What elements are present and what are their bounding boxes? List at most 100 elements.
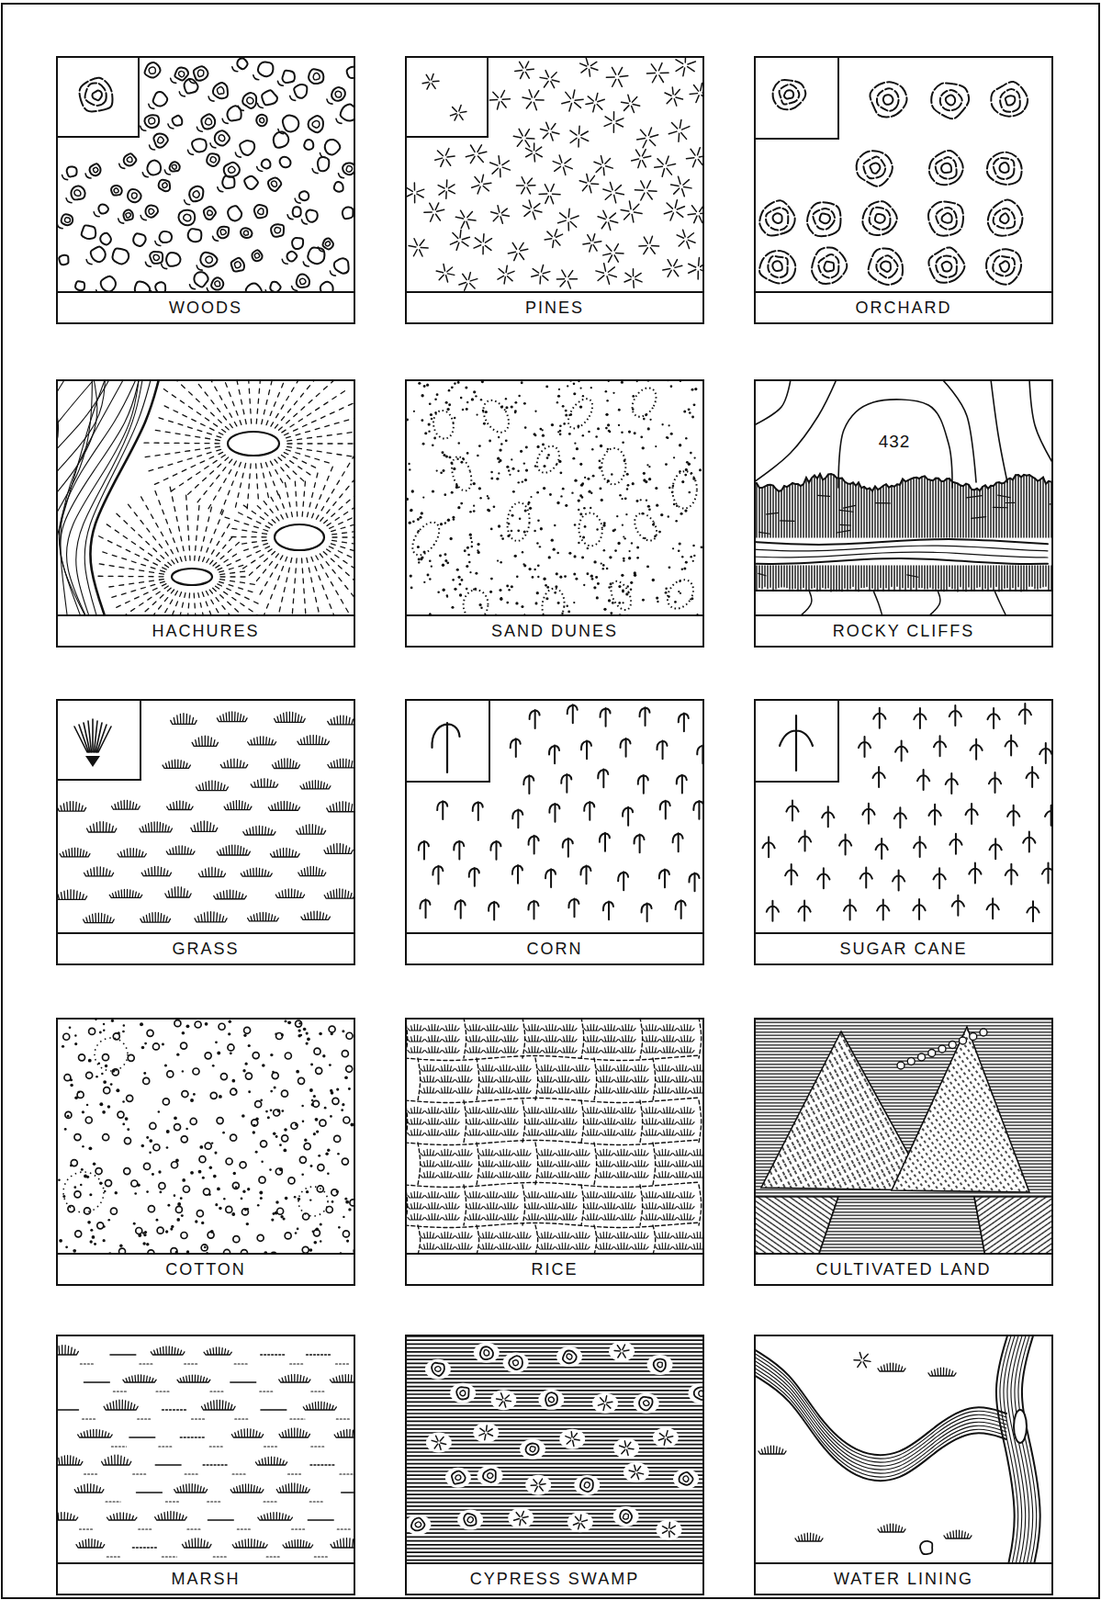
- map-symbol: [1011, 1335, 1030, 1564]
- cotton-boll: [225, 1205, 233, 1213]
- map-symbol: [326, 801, 355, 812]
- cotton-dot: [86, 1175, 90, 1179]
- cotton-dot: [331, 1200, 335, 1203]
- dune: [563, 394, 598, 433]
- cotton-dot: [231, 1078, 236, 1083]
- map-symbol: [207, 1500, 223, 1502]
- cotton-dot: [122, 1030, 125, 1034]
- cotton-boll: [102, 1134, 110, 1141]
- cotton-boll: [67, 1205, 75, 1213]
- cotton-boll: [258, 1176, 266, 1183]
- sand-dot: [647, 505, 651, 508]
- map-symbol: [479, 1170, 496, 1178]
- map-symbol: [618, 1034, 636, 1042]
- map-symbol: [758, 1445, 787, 1454]
- symbol-drawing: [405, 1018, 704, 1255]
- map-symbol: [990, 81, 1028, 117]
- map-symbol: [538, 1064, 555, 1071]
- sand-dot: [505, 405, 508, 409]
- dune: [478, 395, 515, 437]
- sand-dot: [571, 491, 573, 494]
- map-symbol: [614, 1075, 631, 1082]
- symbol-panel: CORN: [404, 698, 705, 966]
- sand-dot: [527, 503, 529, 506]
- map-symbol: [622, 807, 633, 826]
- cotton-dot: [326, 1172, 330, 1176]
- cotton-boll: [199, 1156, 206, 1163]
- sand-dot: [490, 528, 494, 531]
- cotton-dot: [81, 1145, 84, 1147]
- map-symbol: [642, 1034, 660, 1042]
- sand-dot: [471, 545, 473, 548]
- cotton-dot: [142, 1231, 146, 1235]
- sand-dot: [645, 499, 648, 502]
- map-symbol: [156, 1390, 171, 1392]
- sand-dot: [585, 572, 589, 575]
- cotton-dot: [111, 1019, 114, 1023]
- map-symbol: [514, 1064, 531, 1071]
- map-symbol: [67, 166, 78, 177]
- cotton-dot: [319, 1239, 322, 1242]
- cotton-dot: [344, 1197, 348, 1201]
- map-symbol: [677, 1106, 695, 1113]
- cotton-boll: [180, 1135, 188, 1143]
- cotton-boll: [220, 1073, 227, 1080]
- sand-dot: [497, 436, 500, 439]
- sand-dot: [476, 454, 480, 458]
- symbol-panel: WATER LINING: [753, 1334, 1054, 1596]
- map-symbol: [876, 255, 898, 278]
- map-symbol: [597, 1395, 612, 1411]
- field: [891, 1026, 1030, 1192]
- cotton-dot: [245, 1062, 248, 1066]
- sand-dot: [561, 404, 565, 408]
- map-symbol: [74, 1483, 104, 1493]
- sand-dot: [478, 486, 482, 490]
- cotton-dot: [119, 1244, 123, 1248]
- map-symbol: [940, 89, 963, 111]
- cotton-dot: [176, 1052, 180, 1056]
- map-symbol: [767, 256, 787, 278]
- map-symbol: [56, 801, 86, 812]
- sand-dot: [556, 401, 559, 404]
- cotton-boll: [314, 1047, 321, 1055]
- map-symbol: [436, 264, 455, 282]
- cotton-dot: [341, 1102, 345, 1106]
- map-symbol: [84, 866, 114, 877]
- map-symbol: [467, 1516, 473, 1523]
- map-symbol: [56, 380, 110, 617]
- sand-dot: [661, 423, 663, 426]
- sand-dot: [525, 468, 529, 472]
- map-symbol: [596, 1231, 614, 1238]
- sand-dot: [505, 584, 509, 588]
- map-symbol: [677, 1023, 695, 1031]
- map-symbol: [542, 1034, 560, 1042]
- map-symbol: [324, 842, 353, 854]
- map-symbol: [268, 800, 300, 810]
- sand-dot: [560, 494, 562, 497]
- cotton-dot: [164, 1063, 168, 1067]
- map-symbol: [279, 1373, 311, 1382]
- map-symbol: [218, 134, 225, 142]
- swamp-clearing: [673, 1468, 699, 1489]
- sand-dot: [583, 506, 586, 510]
- cotton-dot: [173, 1193, 177, 1197]
- map-symbol: [614, 1242, 631, 1249]
- map-symbol: [243, 825, 276, 835]
- sand-dot: [533, 529, 537, 533]
- map-symbol: [408, 238, 428, 257]
- sand-dot: [664, 587, 668, 591]
- map-symbol: [560, 1045, 577, 1053]
- map-symbol: [317, 157, 330, 171]
- map-symbol: [965, 803, 978, 824]
- cotton-boll: [204, 1142, 212, 1149]
- map-symbol: [161, 1408, 188, 1410]
- symbol-drawing: [754, 1335, 1041, 1564]
- map-symbol: [117, 848, 147, 857]
- map-symbol: [584, 1213, 601, 1220]
- cotton-dot: [213, 1174, 217, 1179]
- map-symbol: [417, 1057, 421, 1101]
- map-symbol: [299, 278, 306, 284]
- cotton-dot: [102, 1022, 105, 1025]
- sand-dot: [628, 556, 631, 560]
- sand-dot: [691, 415, 695, 419]
